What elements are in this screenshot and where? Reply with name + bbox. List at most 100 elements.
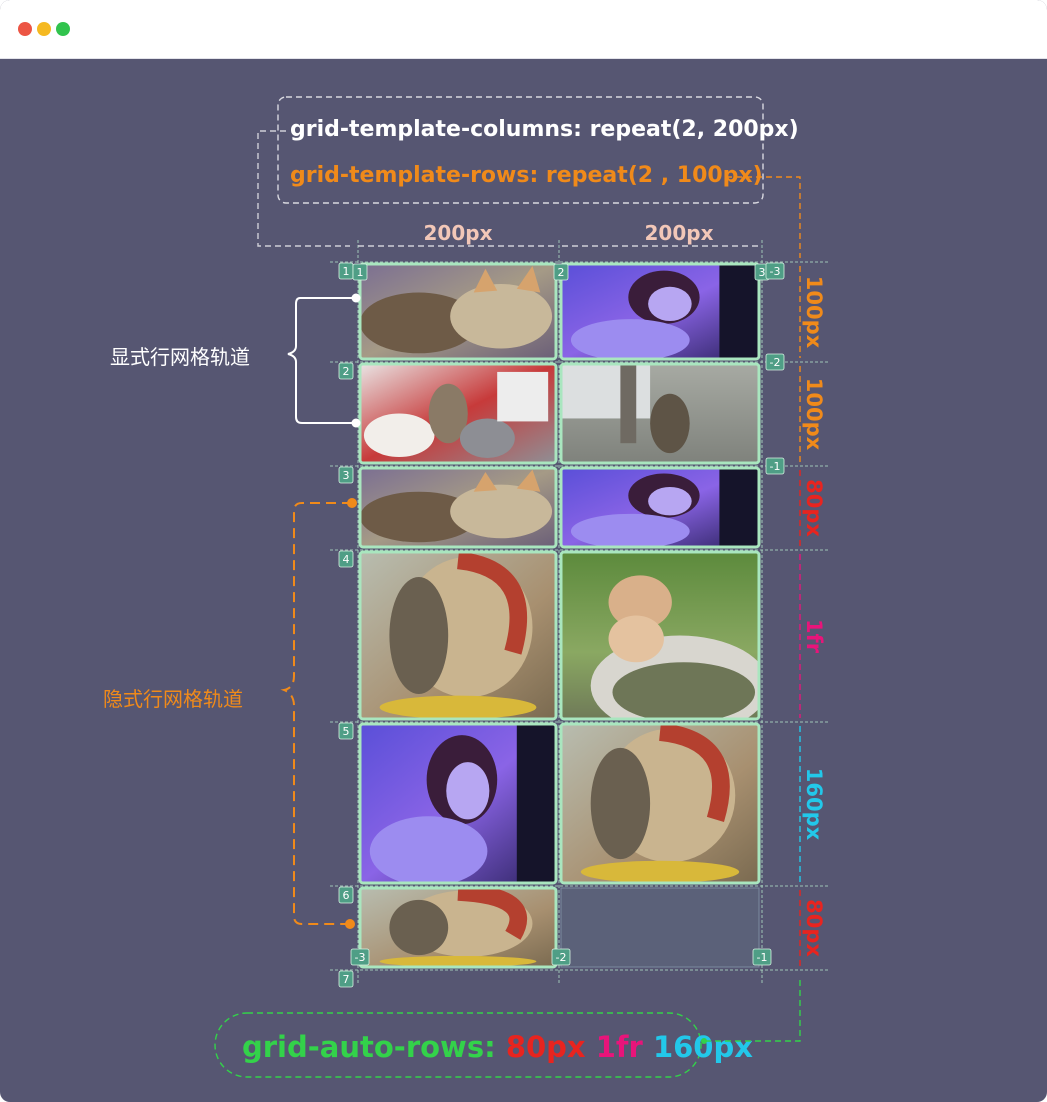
pillow-shape — [497, 371, 549, 422]
kitten-head-shape — [608, 575, 672, 629]
row-line-badge-right-3-label: -1 — [770, 460, 781, 473]
red-hair-shape — [658, 724, 730, 822]
row-line-badge-right-1: -3 — [765, 262, 785, 280]
row-line-badge-5-label: 5 — [343, 725, 350, 738]
row-line-badge-right-3: -1 — [765, 457, 785, 475]
water-shape — [612, 662, 756, 719]
cell-border — [358, 550, 558, 721]
yellow-base-shape — [580, 860, 740, 883]
column-line-badge-top-2-box — [553, 263, 569, 281]
face-shape — [648, 486, 692, 516]
cat-ear-shape — [516, 469, 541, 492]
column-line-badge-bottom-1-label: -3 — [355, 951, 366, 964]
cell-border — [358, 466, 558, 549]
cell-border — [358, 722, 558, 885]
dark-background-shape — [719, 468, 759, 547]
arm-shape — [369, 816, 488, 883]
kitten-body-shape — [608, 615, 664, 663]
column-line-badge-top-2-label: 2 — [558, 266, 565, 279]
arm-shape — [570, 319, 690, 359]
grid-cell-r3-c1 — [358, 466, 558, 549]
cell-image-woman-purple-portrait — [561, 468, 759, 547]
columns-connector — [257, 130, 350, 247]
code-rows-text: grid-template-rows: repeat(2 , 100px) — [290, 163, 763, 188]
row-line-badge-5-box — [338, 722, 354, 740]
grid-cell-r2-c1 — [358, 362, 558, 465]
grid-cell-r5-c2 — [559, 722, 761, 885]
cell-image-cat-popart-vase — [561, 724, 759, 883]
row-line-badge-right-1-label: -3 — [770, 265, 781, 278]
row-line-badge-right-2-box — [765, 353, 785, 371]
row-line-badge-right-2: -2 — [765, 353, 785, 371]
track-lines-layer — [330, 240, 830, 985]
maximize-button[interactable] — [56, 22, 70, 36]
minimize-button[interactable] — [37, 22, 51, 36]
cell-border — [559, 722, 761, 885]
column-line-badge-bottom-1: -3 — [350, 948, 370, 966]
auto-rows-part-1: grid-auto-rows: — [242, 1030, 506, 1064]
auto-rows-box — [214, 1012, 702, 1078]
explicit-bracket-dot-bottom — [351, 418, 361, 428]
close-button[interactable] — [18, 22, 32, 36]
row-line-badge-3: 3 — [338, 466, 354, 484]
column-line-badge-top-1-label: 1 — [357, 266, 364, 279]
dark-background-shape — [719, 264, 759, 359]
cell-image-tabby-cat-on-carpet — [561, 364, 759, 463]
cell-border — [358, 262, 558, 361]
row-3-size-label: 80px — [802, 479, 826, 537]
row-line-badge-right-3-box — [765, 457, 785, 475]
column-line-badge-bottom-1-box — [350, 948, 370, 966]
row-line-badge-6: 6 — [338, 886, 354, 904]
yellow-base-shape — [379, 695, 537, 719]
yellow-base-shape — [379, 955, 537, 967]
row-1-size-label: 100px — [802, 276, 826, 349]
explicit-bracket-dot-top — [351, 293, 361, 303]
cat-body-shape — [360, 292, 478, 354]
cell-image-cat-popart-vase — [360, 552, 556, 719]
cell-image-woman-purple-portrait — [360, 724, 556, 883]
grid-cell-r1-c2 — [559, 262, 761, 361]
cat-head-shape — [450, 283, 553, 349]
row-line-badge-3-label: 3 — [343, 469, 350, 482]
row-line-badge-7-box — [338, 970, 354, 988]
cell-border — [559, 550, 761, 721]
row-line-badge-right-2-label: -2 — [770, 356, 781, 369]
title-bar — [0, 0, 1047, 59]
cell-image-cats-with-pillows — [360, 364, 556, 463]
red-hair-shape — [457, 888, 527, 940]
face-shape — [648, 286, 692, 321]
row-line-badge-2-box — [338, 362, 354, 380]
face-shape — [446, 762, 490, 820]
row-5-size-label: 160px — [802, 768, 826, 841]
row-4-size-label: 1fr — [802, 619, 826, 654]
row-line-badge-6-box — [338, 886, 354, 904]
auto-rows-part-3: 1fr — [596, 1030, 653, 1064]
column-2-size-label: 200px — [645, 221, 714, 245]
implicit-bracket-dot-bottom — [345, 919, 355, 929]
cat-shape — [389, 577, 449, 694]
cell-border — [358, 362, 558, 465]
row-line-badge-7-label: 7 — [343, 973, 350, 986]
cell-border — [559, 362, 761, 465]
tabby-cat-shape — [650, 393, 690, 454]
implicit-bracket-dot-top — [347, 498, 357, 508]
column-line-badge-bottom-2-label: -2 — [556, 951, 567, 964]
code-columns-text: grid-template-columns: repeat(2, 200px) — [290, 117, 799, 142]
cat-shape — [590, 747, 651, 860]
row-6-size-label: 80px — [802, 899, 826, 957]
auto-rows-part-2: 80px — [506, 1030, 596, 1064]
cat-ear-shape — [473, 471, 498, 492]
row-line-badge-3-box — [338, 466, 354, 484]
cat-ear-shape — [473, 268, 498, 293]
cell-border — [559, 262, 761, 361]
column-line-badge-bottom-3: -1 — [752, 948, 772, 966]
cell-image-woman-purple-portrait — [561, 264, 759, 359]
row-line-badge-4-box — [338, 550, 354, 568]
column-line-badge-bottom-3-box — [752, 948, 772, 966]
column-line-badge-top-2: 2 — [553, 263, 569, 281]
column-line-badge-top-1: 1 — [352, 263, 368, 281]
